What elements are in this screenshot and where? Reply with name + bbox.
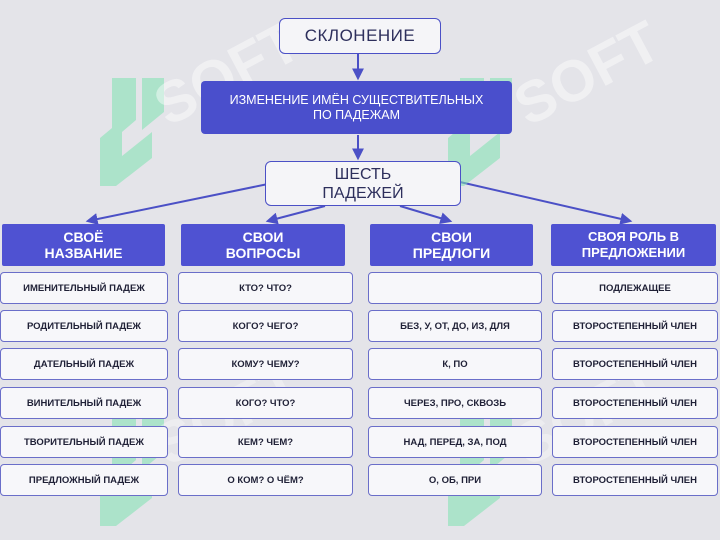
arrow-six-to-col3 <box>399 205 453 224</box>
six-cases-text: ШЕСТЬ ПАДЕЖЕЙ <box>322 165 404 202</box>
subtitle-text: ИЗМЕНЕНИЕ ИМЁН СУЩЕСТВИТЕЛЬНЫХ ПО ПАДЕЖА… <box>229 92 484 122</box>
header-own-name-text: СВОЁ НАЗВАНИЕ <box>44 229 123 261</box>
case-question-cell: КОГО? ЧТО? <box>178 387 353 419</box>
header-own-prepositions-text: СВОИ ПРЕДЛОГИ <box>412 229 491 261</box>
header-own-questions: СВОИ ВОПРОСЫ <box>181 224 345 266</box>
case-preposition-cell <box>368 272 542 304</box>
case-question-cell: КТО? ЧТО? <box>178 272 353 304</box>
case-question-cell: КОГО? ЧЕГО? <box>178 310 353 342</box>
case-role-cell: ВТОРОСТЕПЕННЫЙ ЧЛЕН <box>552 348 718 380</box>
case-preposition-cell: НАД, ПЕРЕД, ЗА, ПОД <box>368 426 542 458</box>
case-name-cell: ДАТЕЛЬНЫЙ ПАДЕЖ <box>0 348 168 380</box>
case-preposition-cell: ЧЕРЕЗ, ПРО, СКВОЗЬ <box>368 387 542 419</box>
case-name-cell: ПРЕДЛОЖНЫЙ ПАДЕЖ <box>0 464 168 496</box>
case-name-cell: ВИНИТЕЛЬНЫЙ ПАДЕЖ <box>0 387 168 419</box>
title-box: СКЛОНЕНИЕ <box>279 18 441 54</box>
case-name-cell: ИМЕНИТЕЛЬНЫЙ ПАДЕЖ <box>0 272 168 304</box>
case-name-cell: РОДИТЕЛЬНЫЙ ПАДЕЖ <box>0 310 168 342</box>
six-cases-box: ШЕСТЬ ПАДЕЖЕЙ <box>265 161 461 206</box>
case-role-cell: ВТОРОСТЕПЕННЫЙ ЧЛЕН <box>552 387 718 419</box>
case-preposition-cell: К, ПО <box>368 348 542 380</box>
header-own-name: СВОЁ НАЗВАНИЕ <box>2 224 165 266</box>
case-role-cell: ВТОРОСТЕПЕННЫЙ ЧЛЕН <box>552 310 718 342</box>
case-role-cell: ПОДЛЕЖАЩЕЕ <box>552 272 718 304</box>
case-role-cell: ВТОРОСТЕПЕННЫЙ ЧЛЕН <box>552 426 718 458</box>
header-own-prepositions: СВОИ ПРЕДЛОГИ <box>370 224 533 266</box>
case-question-cell: КОМУ? ЧЕМУ? <box>178 348 353 380</box>
arrow-six-to-col4 <box>459 181 633 225</box>
case-question-cell: КЕМ? ЧЕМ? <box>178 426 353 458</box>
case-question-cell: О КОМ? О ЧЁМ? <box>178 464 353 496</box>
arrow-six-to-col2 <box>265 205 326 225</box>
subtitle-box: ИЗМЕНЕНИЕ ИМЁН СУЩЕСТВИТЕЛЬНЫХ ПО ПАДЕЖА… <box>201 81 512 134</box>
header-own-questions-text: СВОИ ВОПРОСЫ <box>225 229 301 261</box>
title-text: СКЛОНЕНИЕ <box>304 26 416 45</box>
header-own-role-text: СВОЯ РОЛЬ В ПРЕДЛОЖЕНИИ <box>581 229 686 260</box>
case-name-cell: ТВОРИТЕЛЬНЫЙ ПАДЕЖ <box>0 426 168 458</box>
case-preposition-cell: О, ОБ, ПРИ <box>368 464 542 496</box>
arrow-six-to-col1 <box>85 183 269 225</box>
case-role-cell: ВТОРОСТЕПЕННЫЙ ЧЛЕН <box>552 464 718 496</box>
case-preposition-cell: БЕЗ, У, ОТ, ДО, ИЗ, ДЛЯ <box>368 310 542 342</box>
header-own-role: СВОЯ РОЛЬ В ПРЕДЛОЖЕНИИ <box>551 224 716 266</box>
